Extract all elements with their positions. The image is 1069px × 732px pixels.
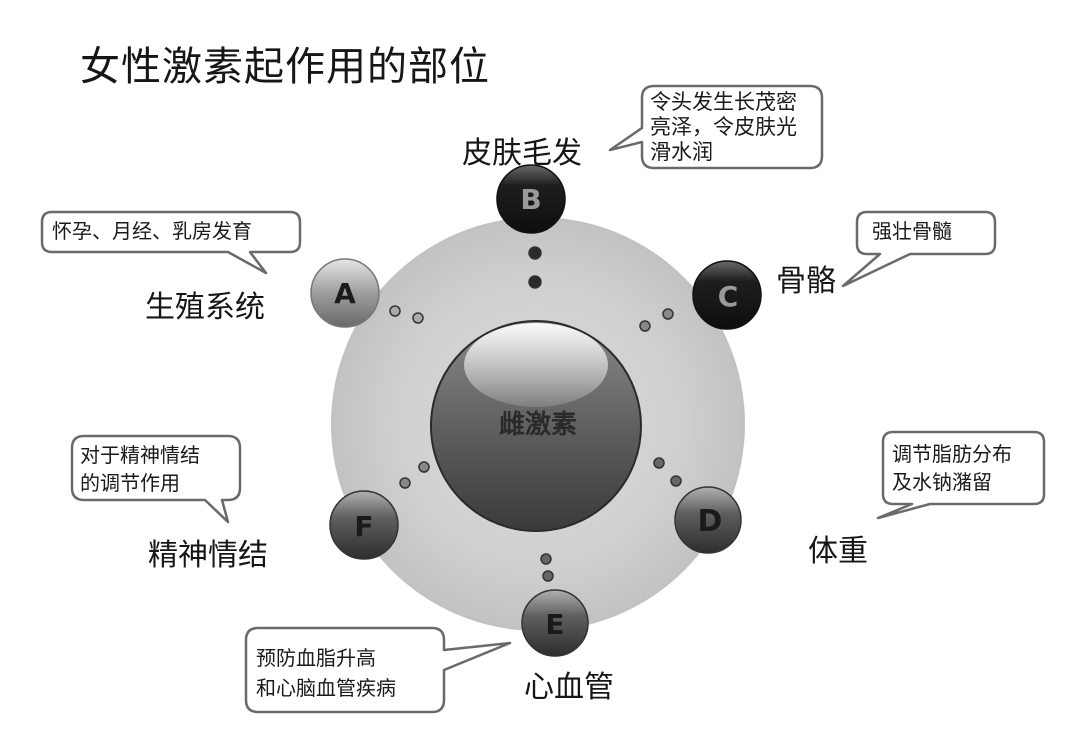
bubble-f xyxy=(70,434,242,524)
bubble-c xyxy=(841,210,997,288)
note-line: 对于精神情结 xyxy=(80,443,200,467)
dot-e-1 xyxy=(540,553,552,565)
node-letter-c: C xyxy=(718,280,739,313)
bubble-b xyxy=(608,84,824,170)
note-emotions: 对于精神情结 的调节作用 xyxy=(80,441,200,497)
node-b: B xyxy=(496,164,566,234)
note-line: 预防血脂升高 xyxy=(256,646,376,670)
dot-b-2 xyxy=(528,275,542,289)
note-line: 调节脂肪分布 xyxy=(892,442,1012,466)
bubble-e xyxy=(244,626,512,714)
node-c: C xyxy=(692,260,762,330)
bubble-a xyxy=(40,210,302,275)
connector-dots xyxy=(389,246,682,582)
label-skin-hair: 皮肤毛发 xyxy=(462,136,582,171)
note-reproductive-system: 怀孕、月经、乳房发育 xyxy=(52,219,252,244)
note-line: 及水钠潴留 xyxy=(892,470,992,494)
center-sphere: 雌激素 xyxy=(430,320,642,532)
center-label: 雌激素 xyxy=(499,409,577,440)
dot-f-2 xyxy=(418,461,430,473)
diagram-title: 女性激素起作用的部位 xyxy=(80,44,490,90)
note-line: 怀孕、月经、乳房发育 xyxy=(52,219,252,243)
node-letter-a: A xyxy=(334,277,356,310)
label-emotions: 精神情结 xyxy=(148,538,268,573)
label-reproductive-system: 生殖系统 xyxy=(145,290,265,325)
node-e: E xyxy=(521,589,589,657)
node-letter-f: F xyxy=(354,510,373,543)
dot-a-1 xyxy=(389,305,401,317)
label-cardiovascular: 心血管 xyxy=(524,670,614,705)
node-d: D xyxy=(674,486,742,554)
node-letter-b: B xyxy=(520,183,541,216)
note-line: 的调节作用 xyxy=(80,471,180,495)
note-line: 强壮骨髓 xyxy=(872,219,952,243)
dot-e-2 xyxy=(542,570,554,582)
dot-d-1 xyxy=(653,457,665,469)
dot-a-2 xyxy=(412,312,424,324)
node-a: A xyxy=(310,258,380,328)
note-cardiovascular: 预防血脂升高 和心脑血管疾病 xyxy=(256,643,396,703)
note-bones: 强壮骨髓 xyxy=(872,219,952,244)
dot-b-1 xyxy=(528,246,542,260)
label-bones: 骨骼 xyxy=(776,264,836,299)
note-line: 亮泽，令皮肤光 xyxy=(650,115,797,139)
note-line: 滑水润 xyxy=(650,140,713,164)
dot-f-1 xyxy=(399,477,411,489)
note-skin-hair: 令头发生长茂密 亮泽，令皮肤光 滑水润 xyxy=(650,90,797,165)
node-f: F xyxy=(329,490,399,560)
bubble-d xyxy=(876,430,1046,520)
note-weight: 调节脂肪分布 及水钠潴留 xyxy=(892,440,1012,496)
dot-c-1 xyxy=(639,320,651,332)
node-letter-d: D xyxy=(698,504,723,539)
node-letter-e: E xyxy=(545,608,564,641)
dot-d-2 xyxy=(670,475,682,487)
label-weight: 体重 xyxy=(808,534,868,569)
note-line: 令头发生长茂密 xyxy=(650,90,797,114)
dot-c-2 xyxy=(662,308,674,320)
note-line: 和心脑血管疾病 xyxy=(256,676,396,700)
